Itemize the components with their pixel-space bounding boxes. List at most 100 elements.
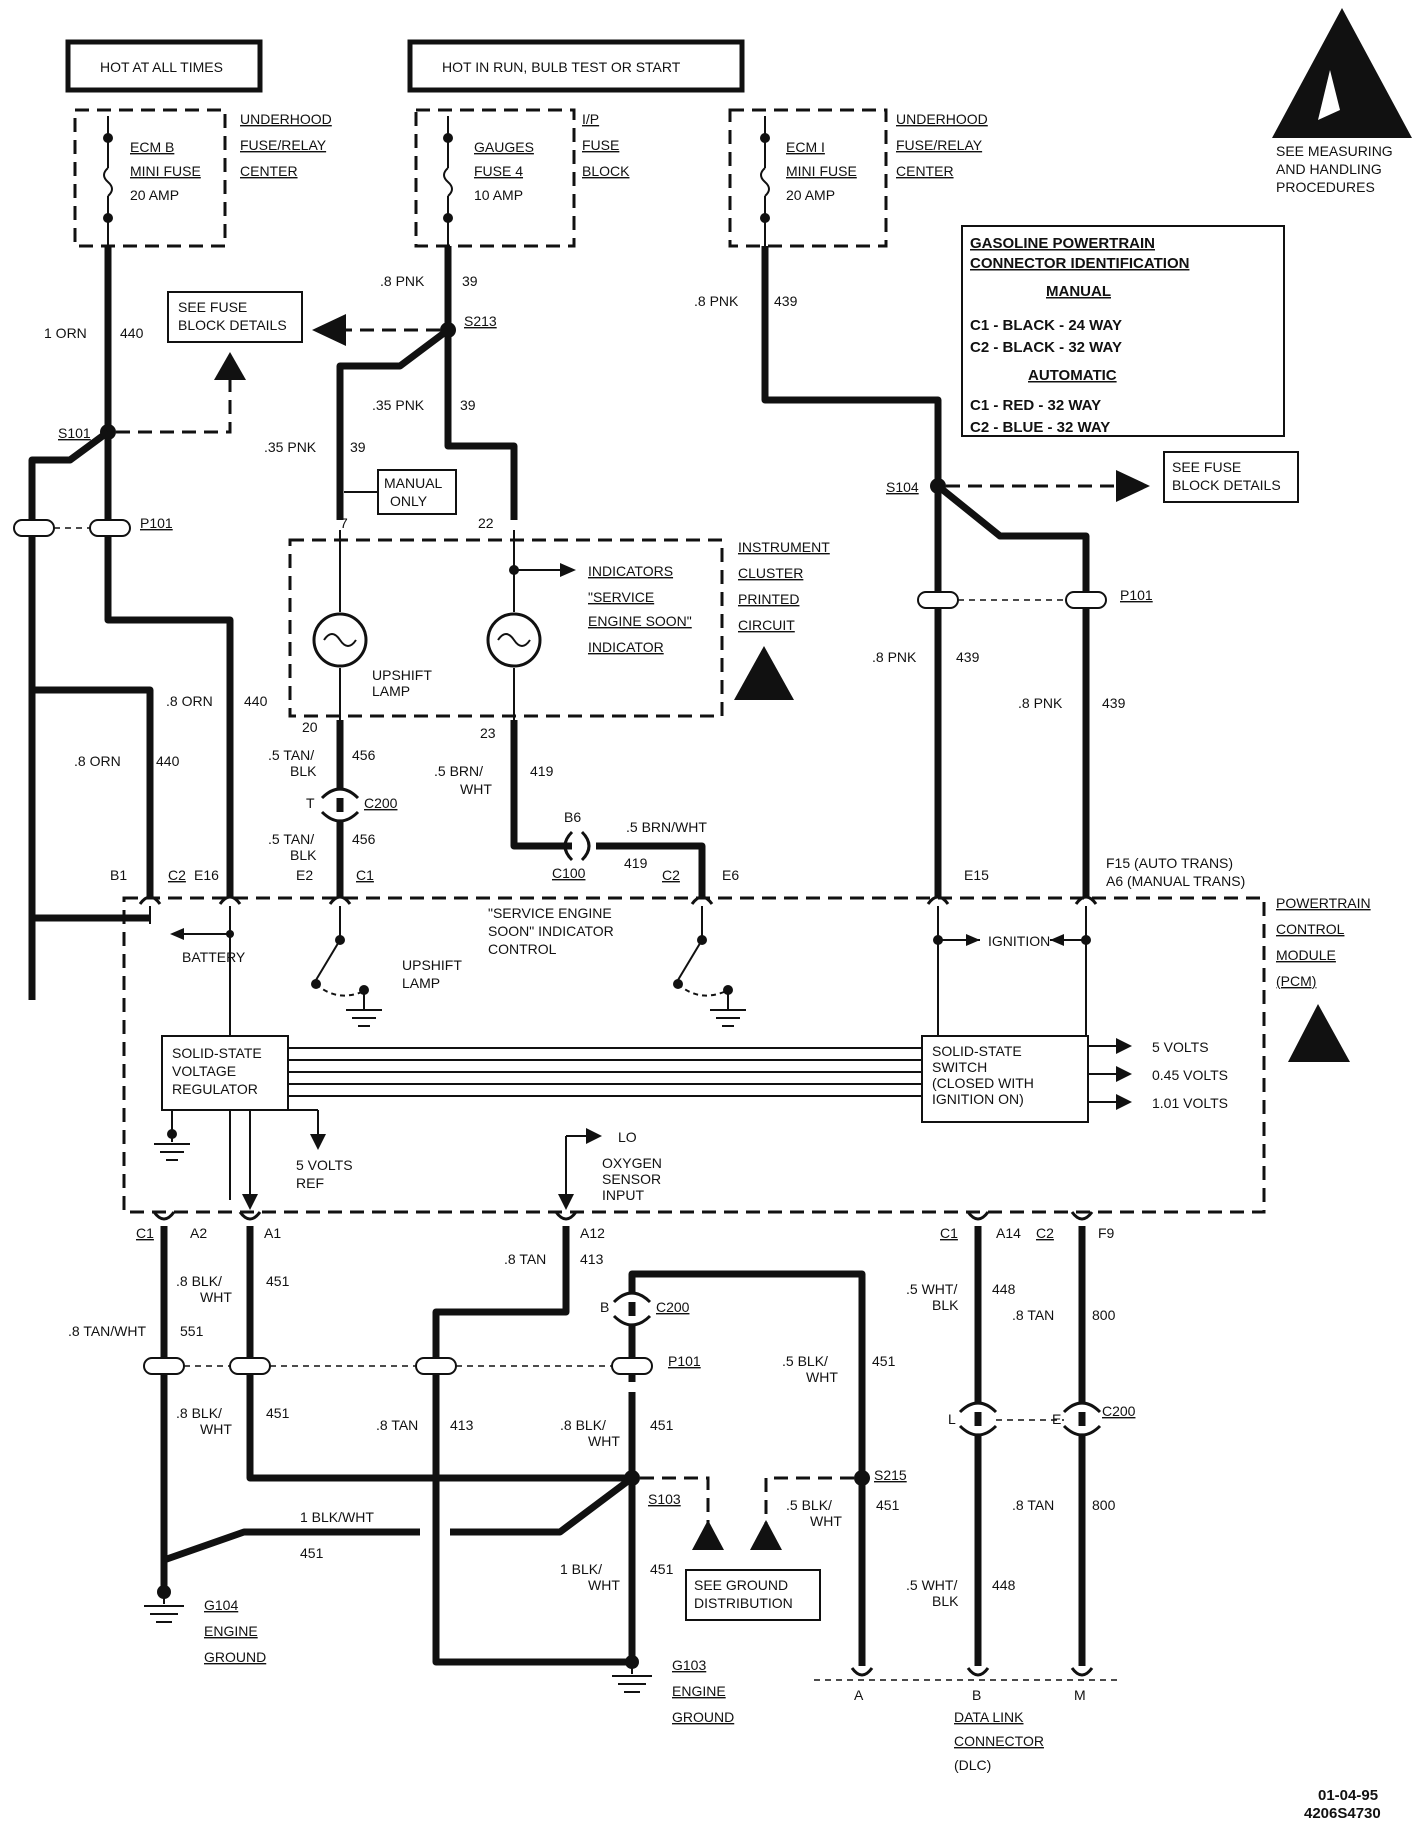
connector-identification-box: GASOLINE POWERTRAIN CONNECTOR IDENTIFICA… [961,225,1285,437]
pcm-ref-1: 5 VOLTS [296,1157,353,1173]
wire-456-code-2: 456 [352,831,376,847]
s215-label: S215 [874,1467,907,1483]
p101-lower-label: P101 [668,1353,701,1369]
cluster-pin-22: 22 [478,515,494,531]
wire-451-code-6: 451 [300,1545,324,1561]
pcm-upshift-1: UPSHIFT [402,957,462,973]
wire-08blk-b: .8 BLK/ [176,1405,222,1421]
wire-39-code-2: 39 [460,397,476,413]
header-hot-at-all-times: HOT AT ALL TIMES [65,39,263,93]
see-fuse-details-right: SEE FUSE BLOCK DETAILS [1163,451,1299,503]
wire-413-code-1: 413 [580,1251,604,1267]
connector-id-automatic: AUTOMATIC [1028,367,1117,384]
c200-pin-t: T [306,795,315,811]
underhood-label-right-2: FUSE/RELAY [896,137,983,153]
c100-pin-b6: B6 [564,809,581,825]
p101-left-label: P101 [140,515,173,531]
connector-id-auto-c1: C1 - RED - 32 WAY [970,397,1101,414]
fuse-ecm-b-name: ECM B [130,139,174,155]
s103-ground-link [640,1476,710,1526]
see-fuse-right-2: BLOCK DETAILS [1172,477,1281,493]
wire-451-code-3: 451 [650,1417,674,1433]
c200-t: T C200 [306,787,398,823]
wire-08pnk-439-c: .8 PNK [1018,695,1063,711]
pcm-vreg-3: REGULATOR [172,1081,258,1097]
pcm-conn-c2-bottom: C2 [1036,1225,1054,1241]
wire-419-code-1: 419 [530,763,554,779]
wire-wht-419: WHT [460,781,492,797]
wire-035pnk-a: .35 PNK [372,397,425,413]
wire-wht-d: WHT [806,1369,838,1385]
arrow-left-icon [312,314,346,346]
wire-08orn-a: .8 ORN [166,693,213,709]
wire-451-code-1: 451 [266,1273,290,1289]
p101-left: P101 [13,515,173,537]
ground-g104: G104 ENGINE GROUND [144,1585,266,1665]
battery-arrow-icon [170,928,184,940]
wire-448-code-1: 448 [992,1281,1016,1297]
dlc-label-2: CONNECTOR [954,1733,1044,1749]
wire-blk-d: BLK [932,1593,959,1609]
wire-1blkwht: 1 BLK/WHT [300,1509,374,1525]
pcm-pin-e15: E15 [964,867,989,883]
a12-arrow-icon [558,1194,574,1210]
pcm-conn-c1-bottom: C1 [136,1225,154,1241]
pcm-pin-a1: A1 [264,1225,281,1241]
wire-08tan-c: .8 TAN [1012,1307,1054,1323]
c100-label: C100 [552,865,586,881]
pcm-battery: BATTERY [182,949,246,965]
wire-05blk-a: .5 BLK/ [782,1353,828,1369]
manual-only-1: MANUAL [384,475,443,491]
pcm-v045: 0.45 VOLTS [1152,1067,1228,1083]
arrow-right-icon [1116,470,1150,502]
pcm-lo: LO [618,1129,637,1145]
wire-451-code-2: 451 [266,1405,290,1421]
pcm-sw-4: IGNITION ON) [932,1091,1024,1107]
header-hot-in-run: HOT IN RUN, BULB TEST OR START [407,39,745,93]
pcm-o2-3: INPUT [602,1187,644,1203]
wire-39-code-1: 39 [462,273,478,289]
pcm-conn-c2-mid: C2 [662,867,680,883]
pcm-ses-ctrl-1: "SERVICE ENGINE [488,905,612,921]
pcm-ses-ctrl-3: CONTROL [488,941,557,957]
pcm-pin-f9: F9 [1098,1225,1115,1241]
underhood-label-right-1: UNDERHOOD [896,111,988,127]
wire-08tan-b: .8 TAN [376,1417,418,1433]
connector-id-auto-c2: C2 - BLUE - 32 WAY [970,419,1110,436]
ip-label-3: BLOCK [582,163,630,179]
p101-right-label: P101 [1120,587,1153,603]
see-fuse-left-1: SEE FUSE [178,299,247,315]
wire-439-code-2: 439 [956,649,980,665]
c200-lower: B C200 L E C200 [600,1291,1136,1437]
wire-08pnk-439: .8 PNK [694,293,739,309]
wire-39-code-3: 39 [350,439,366,455]
wire-1blk: 1 BLK/ [560,1561,602,1577]
wire-08blk-a: .8 BLK/ [176,1273,222,1289]
s103-label: S103 [648,1491,681,1507]
wire-440-code-1: 440 [120,325,144,341]
wire-wht-e: WHT [810,1513,842,1529]
esd-note-3: PROCEDURES [1276,179,1375,195]
g104-ground: GROUND [204,1649,266,1665]
g104-engine: ENGINE [204,1623,258,1639]
pcm-pin-a14: A14 [996,1225,1021,1241]
pcm-label-2: CONTROL [1276,921,1345,937]
ignition-arrow-left-icon [1050,934,1064,946]
pcm-conn-c2-top: C2 [168,867,186,883]
g103-label: G103 [672,1657,706,1673]
pcm-upshift-2: LAMP [402,975,440,991]
esd-note-1: SEE MEASURING [1276,143,1393,159]
underhood-label-left-3: CENTER [240,163,298,179]
wire-05tan-a: .5 TAN/ [268,747,314,763]
see-ground-2: DISTRIBUTION [694,1595,793,1611]
manual-only-note: MANUAL ONLY [344,469,457,515]
c200-right-label: C200 [1102,1403,1136,1419]
dlc-label-1: DATA LINK [954,1709,1024,1725]
pcm-label-1: POWERTRAIN [1276,895,1371,911]
pcm-v101: 1.01 VOLTS [1152,1095,1228,1111]
pcm-pin-e6: E6 [722,867,739,883]
pcm-pin-e2: E2 [296,867,313,883]
cluster-upshift-2: LAMP [372,683,410,699]
fuse-ecm-b: ECM B MINI FUSE 20 AMP UNDERHOOD FUSE/RE… [73,108,332,248]
fuse-gauges-rating: 10 AMP [474,187,523,203]
